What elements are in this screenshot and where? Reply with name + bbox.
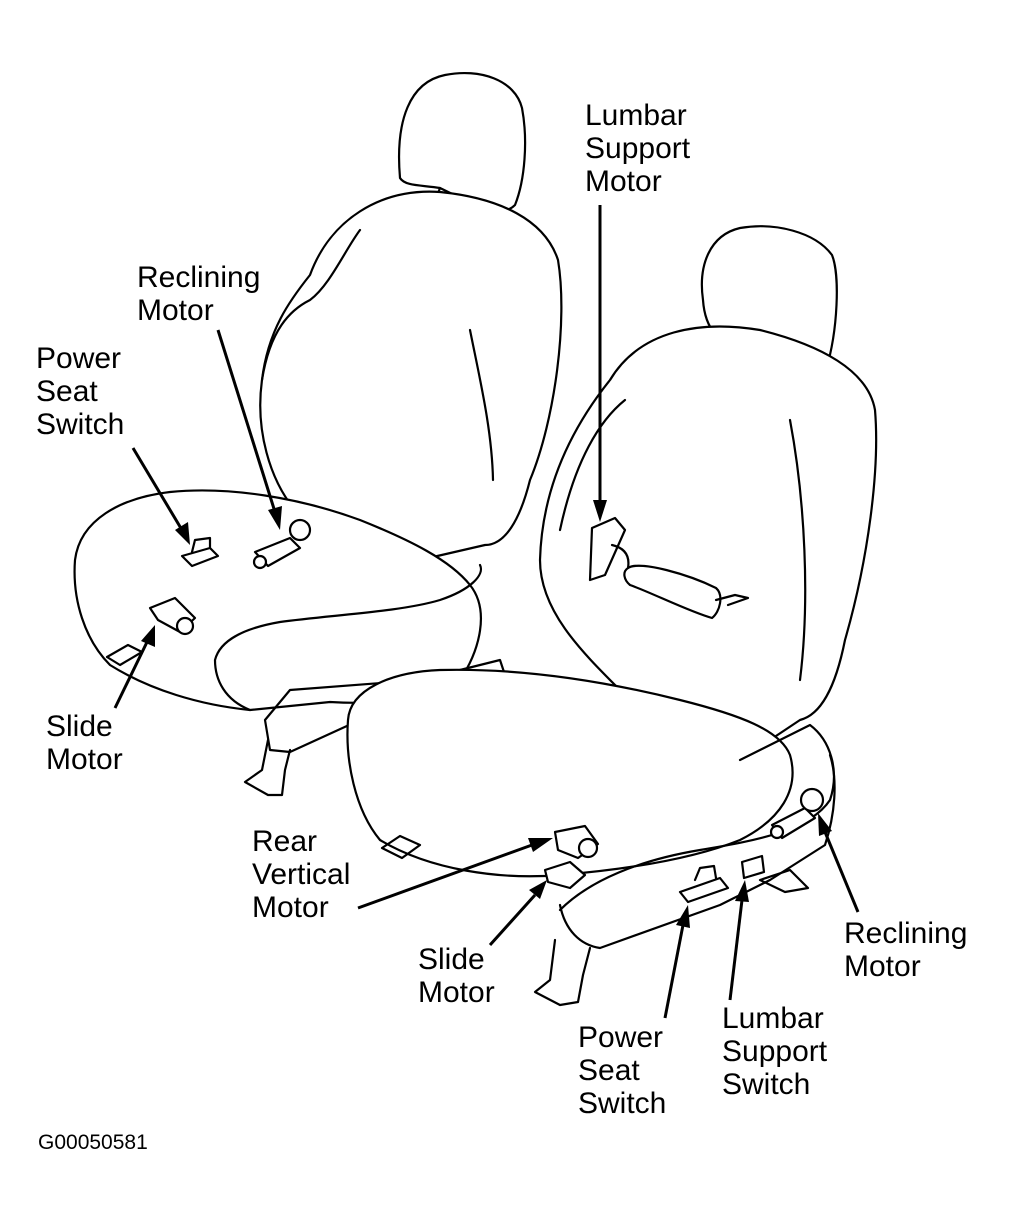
label-line: Vertical xyxy=(252,858,351,891)
arrow-reclining-right xyxy=(823,831,860,913)
power-seat-switch-left-part xyxy=(180,536,220,568)
label-line: Switch xyxy=(722,1068,811,1101)
right-side-cover xyxy=(558,753,836,950)
arrowhead-lumbar-switch xyxy=(735,880,749,902)
leader-arrows xyxy=(113,205,860,1019)
label-lumbar-support-motor: Lumbar Support Motor xyxy=(585,99,690,198)
label-line: Motor xyxy=(46,743,123,776)
right-bracket-b xyxy=(758,868,810,894)
label-line: Motor xyxy=(585,165,662,198)
arrow-rear-vertical xyxy=(357,843,533,910)
reclining-motor-right-end xyxy=(799,787,825,813)
components xyxy=(148,516,825,904)
label-line: Slide xyxy=(46,710,113,743)
label-line: Switch xyxy=(36,408,125,441)
lumbar-wire xyxy=(610,543,750,607)
left-cushion xyxy=(73,489,482,712)
right-bracket-a xyxy=(380,834,422,860)
arrow-reclining-left xyxy=(216,329,277,513)
label-line: Rear xyxy=(252,825,318,858)
arrow-slide-right xyxy=(488,893,537,947)
label-power-seat-switch-right: Power Seat Switch xyxy=(578,1021,666,1120)
reclining-motor-left-end xyxy=(288,518,312,542)
arrow-power-switch-left xyxy=(131,447,184,531)
left-seat xyxy=(73,71,563,797)
label-power-seat-switch-left: Power Seat Switch xyxy=(36,342,124,441)
reclining-motor-right-shaft xyxy=(769,824,785,840)
reclining-motor-left-shaft xyxy=(252,554,268,570)
lumbar-support-switch-part xyxy=(740,854,766,880)
arrowhead-slide-right xyxy=(529,880,547,899)
label-line: Motor xyxy=(252,891,329,924)
arrowhead-reclining-left xyxy=(268,506,282,530)
label-line: Power xyxy=(578,1021,664,1054)
label-line: Reclining xyxy=(844,917,968,950)
left-backrest-panel xyxy=(260,228,495,482)
label-rear-vertical-motor: Rear Vertical Motor xyxy=(252,825,350,924)
label-line: Slide xyxy=(418,943,485,976)
arrowhead-reclining-right xyxy=(818,813,832,836)
label-line: Power xyxy=(36,342,122,375)
left-cushion-bolster xyxy=(213,563,483,712)
arrowhead-lumbar-motor xyxy=(593,500,607,522)
left-backrest xyxy=(259,190,563,562)
right-backrest-panel xyxy=(558,398,807,682)
label-slide-motor-right: Slide Motor xyxy=(418,943,495,1009)
label-slide-motor-left: Slide Motor xyxy=(46,710,123,776)
arrow-lumbar-switch xyxy=(728,899,744,1001)
label-lumbar-support-switch: Lumbar Support Switch xyxy=(722,1002,827,1101)
power-seat-switch-right-part xyxy=(678,864,730,904)
lumbar-pad xyxy=(623,564,722,620)
label-line: Seat xyxy=(578,1054,640,1087)
label-line: Motor xyxy=(137,294,214,327)
right-front-leg xyxy=(533,938,592,1007)
arrow-power-switch-right xyxy=(663,924,685,1019)
arrowhead-power-switch-left xyxy=(175,522,190,545)
label-line: Lumbar xyxy=(585,99,687,132)
right-seat xyxy=(346,225,878,1007)
rear-vertical-motor-end xyxy=(577,837,599,859)
left-headrest xyxy=(398,71,527,213)
label-line: Motor xyxy=(844,950,921,983)
label-line: Switch xyxy=(578,1087,667,1120)
lumbar-motor-part xyxy=(588,516,627,582)
label-line: Lumbar xyxy=(722,1002,824,1035)
arrowhead-rear-vertical xyxy=(528,838,553,852)
label-line: Seat xyxy=(36,375,98,408)
label-line: Support xyxy=(722,1035,828,1068)
arrow-slide-left xyxy=(113,639,150,709)
label-line: Support xyxy=(585,132,691,165)
arrowhead-power-switch-right xyxy=(676,905,690,928)
label-line: Motor xyxy=(418,976,495,1009)
arrowhead-slide-left xyxy=(141,625,155,647)
label-reclining-motor-left: Reclining Motor xyxy=(137,261,260,327)
figure-id: G00050581 xyxy=(38,1131,148,1154)
left-front-leg xyxy=(243,738,292,797)
slide-motor-right-part xyxy=(543,860,587,890)
label-reclining-motor-right: Reclining Motor xyxy=(844,917,967,983)
slide-motor-left-end xyxy=(175,616,195,636)
label-line: Reclining xyxy=(137,261,261,294)
